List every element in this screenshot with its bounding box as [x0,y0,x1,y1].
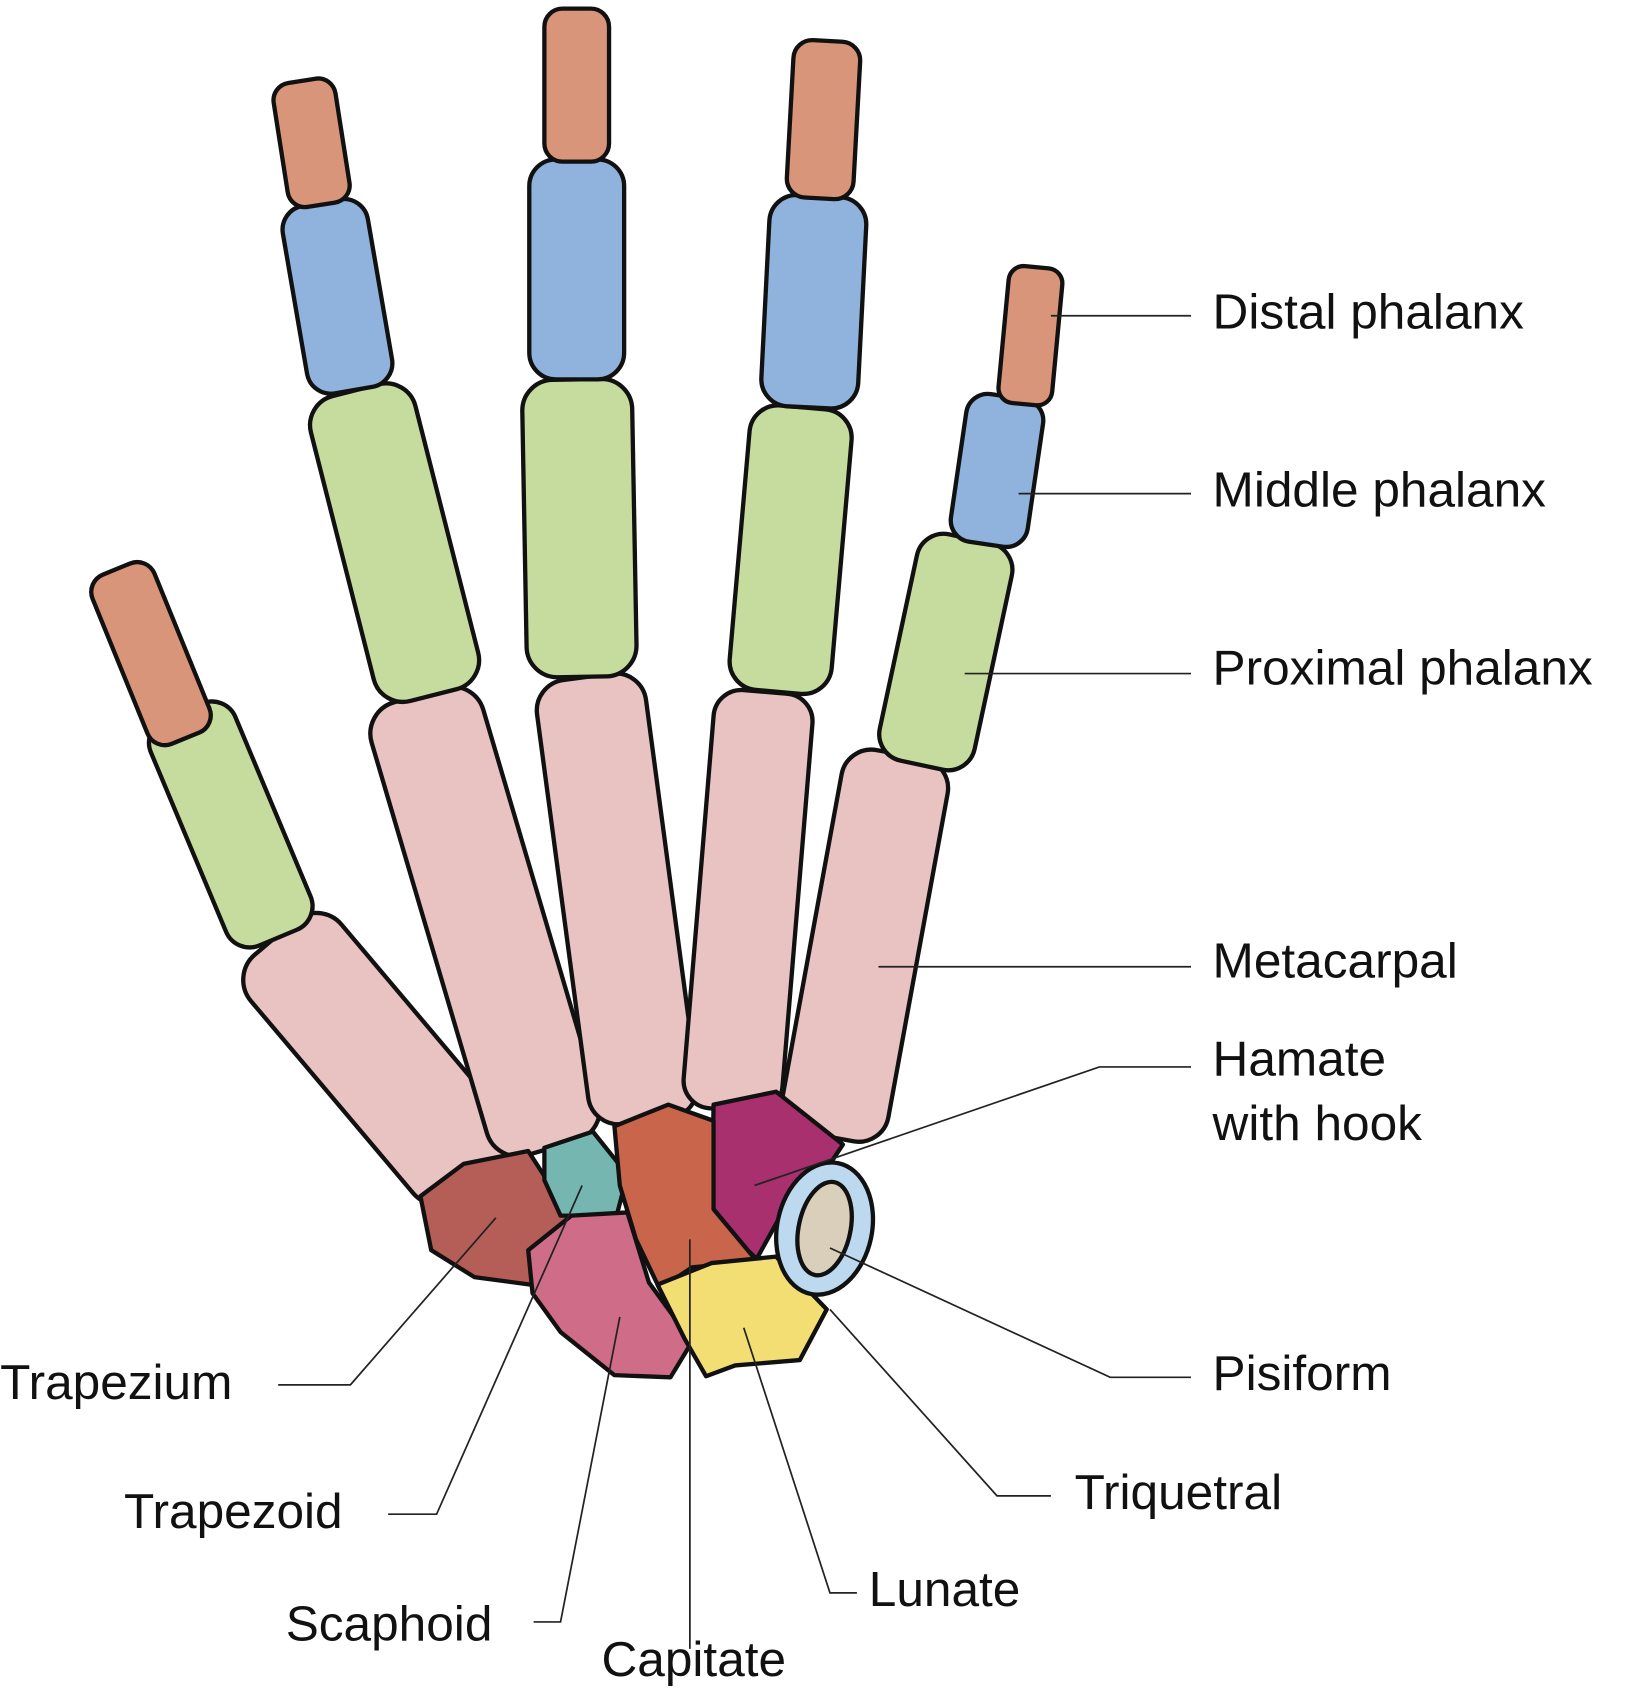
label-proximal-phalanx: Proximal phalanx [1213,639,1593,695]
middle-finger-middle-phalanx [527,157,627,382]
index-middle-phalanx [280,196,395,396]
middle-finger-distal-phalanx [542,6,612,164]
carpal-bones-group [418,1089,876,1380]
leader-line-lunate [742,1327,857,1594]
label-trapezoid: Trapezoid [124,1483,343,1539]
little-distal-phalanx [996,263,1065,408]
label-hamate: Hamate [1213,1031,1387,1087]
middle-finger-proximal-phalanx [520,376,639,680]
label-metacarpal: Metacarpal [1213,932,1458,988]
leader-line-trapezoid [388,1185,583,1516]
leader-line-scaphoid [533,1316,621,1623]
ring-distal-phalanx [784,37,863,202]
label-triquetral: Triquetral [1075,1464,1283,1520]
label-lunate: Lunate [869,1561,1021,1617]
bones-group [89,6,1065,1207]
label-trapezium: Trapezium [0,1354,232,1410]
thumb-distal-phalanx [89,559,213,748]
leader-lines [278,314,1192,1649]
index-proximal-phalanx [307,381,482,705]
leader-line-trapezium [278,1217,497,1386]
label-middle-phalanx: Middle phalanx [1213,462,1547,518]
label-scaphoid: Scaphoid [286,1595,493,1651]
ring-proximal-phalanx [727,403,854,697]
label-distal-phalanx: Distal phalanx [1213,284,1525,340]
little-proximal-phalanx [877,531,1015,773]
leader-line-triquetral [829,1308,1051,1497]
leader-line-pisiform [829,1247,1192,1379]
scaphoid-bone [526,1210,695,1380]
leader-line-hamate [754,1066,1192,1187]
little-middle-phalanx [948,391,1046,550]
ring-middle-phalanx [759,192,869,411]
label-hamate-hook: with hook [1212,1095,1423,1151]
label-pisiform: Pisiform [1213,1345,1392,1401]
index-distal-phalanx [271,76,352,210]
lunate-bone [655,1254,829,1379]
label-capitate: Capitate [601,1631,786,1687]
